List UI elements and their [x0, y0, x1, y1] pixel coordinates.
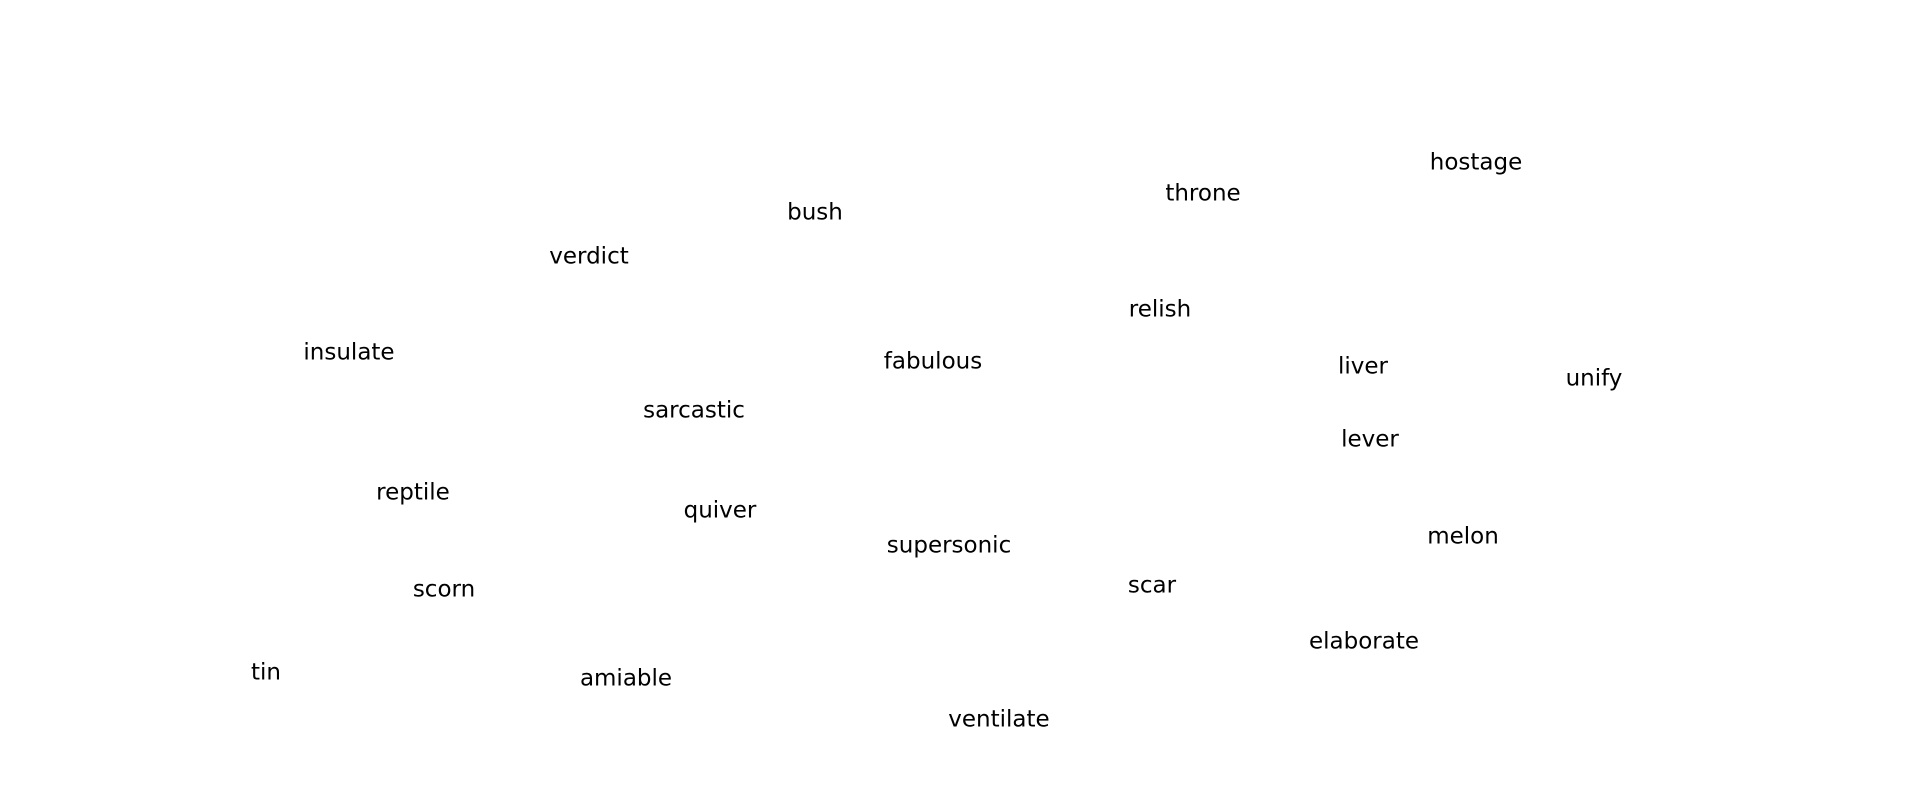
- word-tin: tin: [251, 659, 281, 686]
- word-quiver: quiver: [683, 497, 757, 524]
- word-amiable: amiable: [579, 665, 673, 692]
- word-hostage: hostage: [1429, 149, 1523, 176]
- word-relish: relish: [1128, 296, 1192, 323]
- word-insulate: insulate: [303, 339, 395, 366]
- word-lever: lever: [1341, 426, 1399, 453]
- word-elaborate: elaborate: [1308, 628, 1420, 655]
- word-bush: bush: [787, 199, 843, 226]
- word-ventilate: ventilate: [948, 706, 1050, 733]
- word-supersonic: supersonic: [886, 532, 1012, 559]
- word-scar: scar: [1127, 572, 1177, 599]
- word-melon: melon: [1427, 523, 1499, 550]
- word-unify: unify: [1565, 365, 1623, 392]
- word-scorn: scorn: [412, 576, 476, 603]
- word-fabulous: fabulous: [883, 348, 983, 375]
- word-sarcastic: sarcastic: [643, 397, 745, 424]
- word-liver: liver: [1338, 353, 1388, 380]
- word-reptile: reptile: [376, 479, 450, 506]
- word-throne: throne: [1165, 180, 1241, 207]
- word-verdict: verdict: [549, 243, 629, 270]
